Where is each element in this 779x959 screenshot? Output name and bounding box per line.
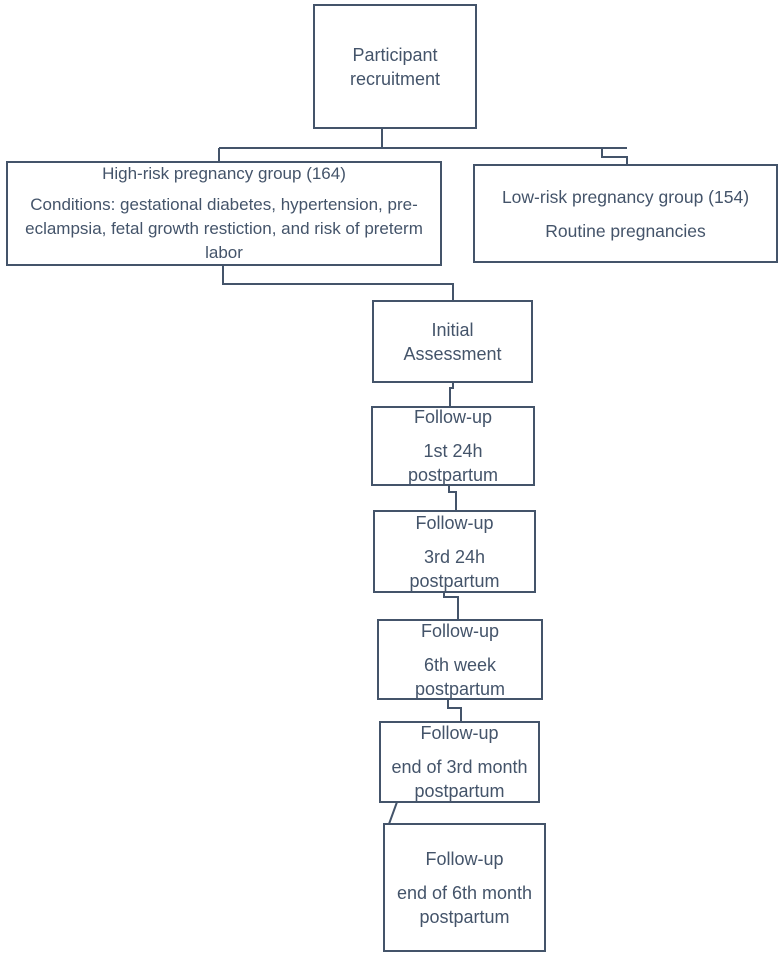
node-title: Low-risk pregnancy group (154) bbox=[501, 186, 750, 207]
node-body: end of 3rd month postpartum bbox=[391, 755, 527, 803]
node-body: Conditions: gestational diabetes, hypert… bbox=[25, 195, 423, 262]
node-body-line: end of 6th month bbox=[396, 882, 533, 903]
node-title: Follow-up bbox=[425, 848, 504, 869]
node-body-line: 6th week bbox=[423, 654, 497, 675]
node-body: 3rd 24h postpartum bbox=[409, 545, 499, 593]
node-body-line: end of 3rd month bbox=[391, 757, 528, 777]
node-text: Participant recruitment bbox=[350, 43, 440, 91]
node-body-line: postpartum bbox=[419, 906, 510, 927]
node-body-line: 1st 24h bbox=[423, 441, 483, 461]
connector-followup2-to-followup3 bbox=[443, 592, 459, 620]
node-participant-recruitment: Participant recruitment bbox=[313, 4, 477, 129]
node-body: 6th week postpartum bbox=[415, 653, 505, 701]
node-followup-6th-week: Follow-up 6th week postpartum bbox=[377, 619, 543, 700]
connector-followup3-to-followup4 bbox=[447, 699, 462, 722]
node-title: High-risk pregnancy group (164) bbox=[102, 164, 346, 183]
node-text: Initial Assessment bbox=[403, 318, 501, 366]
connector-initial-to-followup1 bbox=[449, 382, 454, 407]
node-body-line: postpartum bbox=[409, 570, 500, 591]
node-body-line: postpartum bbox=[414, 678, 506, 699]
connector-followup4-to-followup5 bbox=[388, 801, 398, 825]
node-initial-assessment: Initial Assessment bbox=[372, 300, 533, 383]
node-followup-3rd-month: Follow-up end of 3rd month postpartum bbox=[379, 721, 540, 803]
node-title: Follow-up bbox=[420, 620, 500, 641]
node-title: Follow-up bbox=[413, 407, 493, 427]
node-text-line: recruitment bbox=[349, 68, 441, 89]
node-text-line: Assessment bbox=[403, 343, 502, 364]
connector-highrisk-to-initial bbox=[222, 265, 454, 301]
node-low-risk-group: Low-risk pregnancy group (154) Routine p… bbox=[473, 164, 778, 263]
node-body: Routine pregnancies bbox=[545, 220, 706, 241]
node-body-line: postpartum bbox=[414, 781, 505, 801]
node-body-line: postpartum bbox=[407, 465, 499, 485]
node-high-risk-group: High-risk pregnancy group (164) Conditio… bbox=[6, 161, 442, 266]
node-text-line: Initial bbox=[431, 319, 474, 340]
node-title: Follow-up bbox=[415, 512, 494, 533]
node-followup-6th-month: Follow-up end of 6th month postpartum bbox=[383, 823, 546, 952]
connector-followup1-to-followup2 bbox=[448, 485, 457, 511]
node-title: Follow-up bbox=[420, 723, 499, 743]
node-followup-3rd-24h: Follow-up 3rd 24h postpartum bbox=[373, 510, 536, 593]
node-body: 1st 24h postpartum bbox=[408, 439, 498, 487]
node-body: end of 6th month postpartum bbox=[397, 881, 532, 929]
node-text-line: Participant bbox=[352, 44, 438, 65]
connector-branch-to-low-risk bbox=[601, 148, 628, 165]
node-followup-1st-24h: Follow-up 1st 24h postpartum bbox=[371, 406, 535, 486]
node-body-line: 3rd 24h bbox=[423, 546, 486, 567]
